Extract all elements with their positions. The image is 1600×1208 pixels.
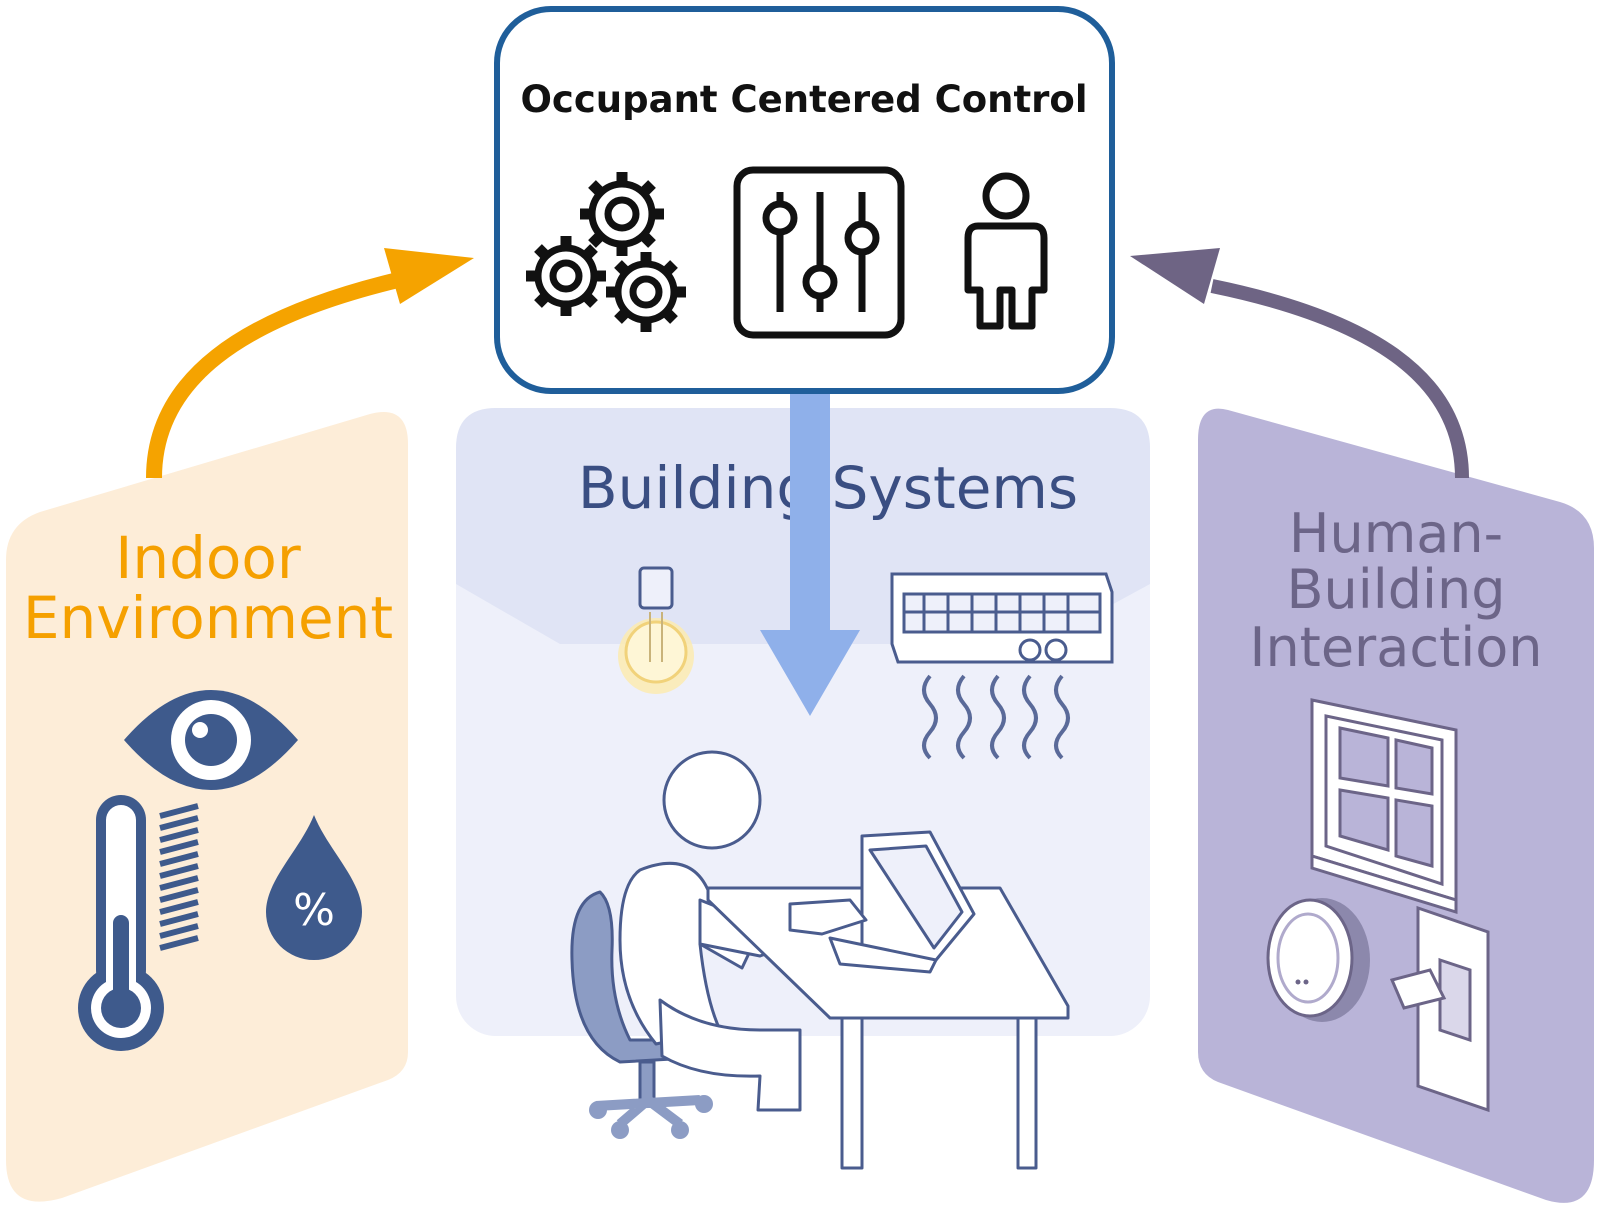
humidity-drop-icon: %: [266, 815, 362, 960]
humidity-percent-symbol: %: [293, 885, 335, 936]
sliders-icon: [733, 166, 905, 339]
occupant-centered-control-box: Occupant Centered Control: [494, 6, 1115, 394]
human-label-line2: Building: [1286, 558, 1505, 621]
human-building-interaction-panel: Human- Building Interaction: [1198, 408, 1594, 1203]
gears-icon: [526, 172, 686, 332]
indoor-to-control-arrow: [146, 248, 474, 479]
control-title: Occupant Centered Control: [520, 78, 1087, 121]
interaction-to-control-arrow: [1130, 248, 1469, 479]
human-label-line3: Interaction: [1250, 616, 1543, 679]
person-icon: [964, 172, 1048, 330]
window-icon: [1310, 698, 1458, 915]
light-bulb-icon: [618, 566, 694, 694]
control-to-building-arrow: [760, 390, 860, 716]
thermostat-icon: [1266, 898, 1370, 1022]
indoor-label-line2: Environment: [23, 584, 393, 652]
heater-icon: [890, 572, 1114, 760]
light-switch-icon: [1389, 905, 1490, 1113]
eye-icon: [124, 690, 298, 790]
human-label-line1: Human-: [1289, 502, 1503, 565]
occupant-at-desk-icon: [570, 750, 1070, 1170]
indoor-label-line1: Indoor: [115, 524, 301, 592]
thermometer-icon: [78, 795, 199, 1051]
indoor-environment-panel: Indoor Environment: [6, 412, 408, 1202]
